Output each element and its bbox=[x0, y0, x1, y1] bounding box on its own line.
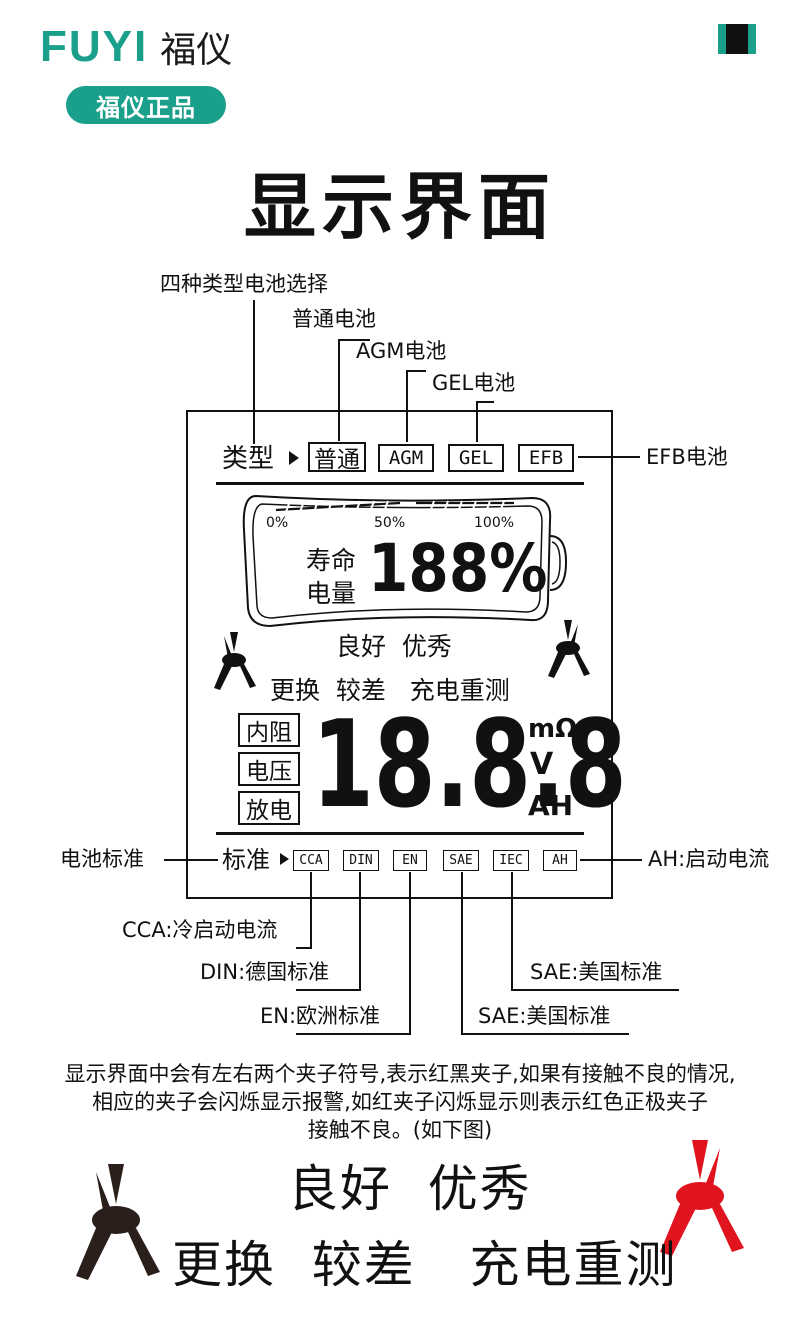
annotation-agm-battery: AGM电池 bbox=[356, 339, 447, 363]
arrow-right-icon bbox=[289, 451, 299, 465]
leader-line bbox=[296, 947, 312, 949]
mode-resistance: 内阻 bbox=[238, 713, 300, 747]
annotation-sae-1: SAE:美国标准 bbox=[530, 960, 663, 984]
annotation-en: EN:欧洲标准 bbox=[260, 1004, 381, 1028]
scale-label-0: 0% bbox=[266, 515, 289, 531]
battery-gauge bbox=[242, 494, 568, 628]
annotation-normal-battery: 普通电池 bbox=[292, 307, 376, 331]
brand-latin: FUYI bbox=[40, 22, 149, 71]
lcd-divider bbox=[216, 832, 584, 835]
annotation-din: DIN:德国标准 bbox=[200, 960, 330, 984]
arrow-right-icon bbox=[280, 853, 289, 865]
mode-voltage: 电压 bbox=[238, 752, 300, 786]
type-efb: EFB bbox=[518, 444, 574, 472]
lcd-status-row-1: 良好 优秀 bbox=[336, 632, 452, 661]
annotation-ah: AH:启动电流 bbox=[648, 847, 770, 871]
red-clip-icon bbox=[548, 620, 590, 678]
lcd-display bbox=[186, 410, 613, 899]
type-gel: GEL bbox=[448, 444, 504, 472]
leader-line bbox=[476, 401, 478, 442]
brand-logo: FUYI 福仪 bbox=[40, 22, 232, 71]
lcd-divider bbox=[216, 482, 584, 485]
caption-line-2: 相应的夹子会闪烁显示报警,如红夹子闪烁显示则表示红色正极夹子 bbox=[92, 1090, 708, 1114]
mode-discharge: 放电 bbox=[238, 791, 300, 825]
caption: 显示界面中会有左右两个夹子符号,表示红黑夹子,如果有接触不良的情况, 相应的夹子… bbox=[0, 1060, 800, 1144]
leader-line bbox=[461, 1033, 629, 1035]
leader-line bbox=[296, 1033, 411, 1035]
leader-line bbox=[511, 989, 679, 991]
leader-line bbox=[406, 370, 408, 442]
annotation-battery-types: 四种类型电池选择 bbox=[160, 272, 328, 296]
scale-label-50: 50% bbox=[374, 515, 406, 531]
black-clip-icon bbox=[214, 632, 256, 690]
charge-label: 电量 bbox=[306, 579, 357, 608]
genuine-badge: 福仪正品 bbox=[66, 86, 226, 124]
percent-readout: 188% bbox=[368, 530, 548, 607]
leader-line bbox=[476, 401, 494, 403]
main-readout: 18.8.8 bbox=[312, 696, 627, 835]
leader-line bbox=[578, 456, 640, 458]
leader-line bbox=[511, 872, 513, 990]
leader-line bbox=[359, 872, 361, 990]
leader-line bbox=[310, 872, 312, 948]
bottom-status-row-1: 良好 优秀 bbox=[288, 1160, 532, 1218]
leader-line bbox=[406, 370, 426, 372]
leader-line bbox=[164, 859, 218, 861]
caption-line-1: 显示界面中会有左右两个夹子符号,表示红黑夹子,如果有接触不良的情况, bbox=[64, 1062, 736, 1086]
caption-line-3: 接触不良。(如下图) bbox=[307, 1118, 493, 1142]
standard-cca: CCA bbox=[293, 850, 329, 871]
unit-milliohm: mΩ bbox=[528, 714, 578, 744]
leader-line bbox=[253, 300, 255, 444]
type-label: 类型 bbox=[222, 444, 275, 474]
brand-cn: 福仪 bbox=[160, 30, 233, 71]
leader-line bbox=[461, 872, 463, 1034]
type-normal: 普通 bbox=[308, 442, 366, 473]
bottom-status-row-2: 更换 较差 充电重测 bbox=[172, 1236, 678, 1294]
unit-volt: V bbox=[530, 747, 554, 782]
black-clip-large-icon bbox=[76, 1164, 160, 1280]
annotation-cca: CCA:冷启动电流 bbox=[122, 918, 278, 942]
standard-en: EN bbox=[393, 850, 427, 871]
lcd-status-row-2: 更换 较差 充电重测 bbox=[270, 676, 510, 705]
leader-line bbox=[338, 339, 340, 441]
standard-ah: AH bbox=[543, 850, 577, 871]
type-agm: AGM bbox=[378, 444, 434, 472]
annotation-gel-battery: GEL电池 bbox=[432, 371, 516, 395]
annotation-standard: 电池标准 bbox=[60, 847, 144, 871]
leader-line bbox=[409, 872, 411, 1034]
corner-mark-icon bbox=[718, 24, 756, 54]
standard-din: DIN bbox=[343, 850, 379, 871]
unit-ah: AH bbox=[528, 789, 574, 822]
standard-label: 标准 bbox=[222, 846, 270, 874]
page-title: 显示界面 bbox=[243, 165, 556, 249]
red-clip-large-icon bbox=[660, 1140, 744, 1256]
leader-line bbox=[338, 339, 370, 341]
standard-sae: SAE bbox=[443, 850, 479, 871]
leader-line bbox=[580, 859, 642, 861]
leader-line bbox=[296, 989, 361, 991]
scale-label-100: 100% bbox=[474, 515, 515, 531]
annotation-sae-2: SAE:美国标准 bbox=[478, 1004, 611, 1028]
standard-iec: IEC bbox=[493, 850, 529, 871]
annotation-efb-battery: EFB电池 bbox=[646, 445, 728, 469]
life-label: 寿命 bbox=[306, 546, 357, 575]
